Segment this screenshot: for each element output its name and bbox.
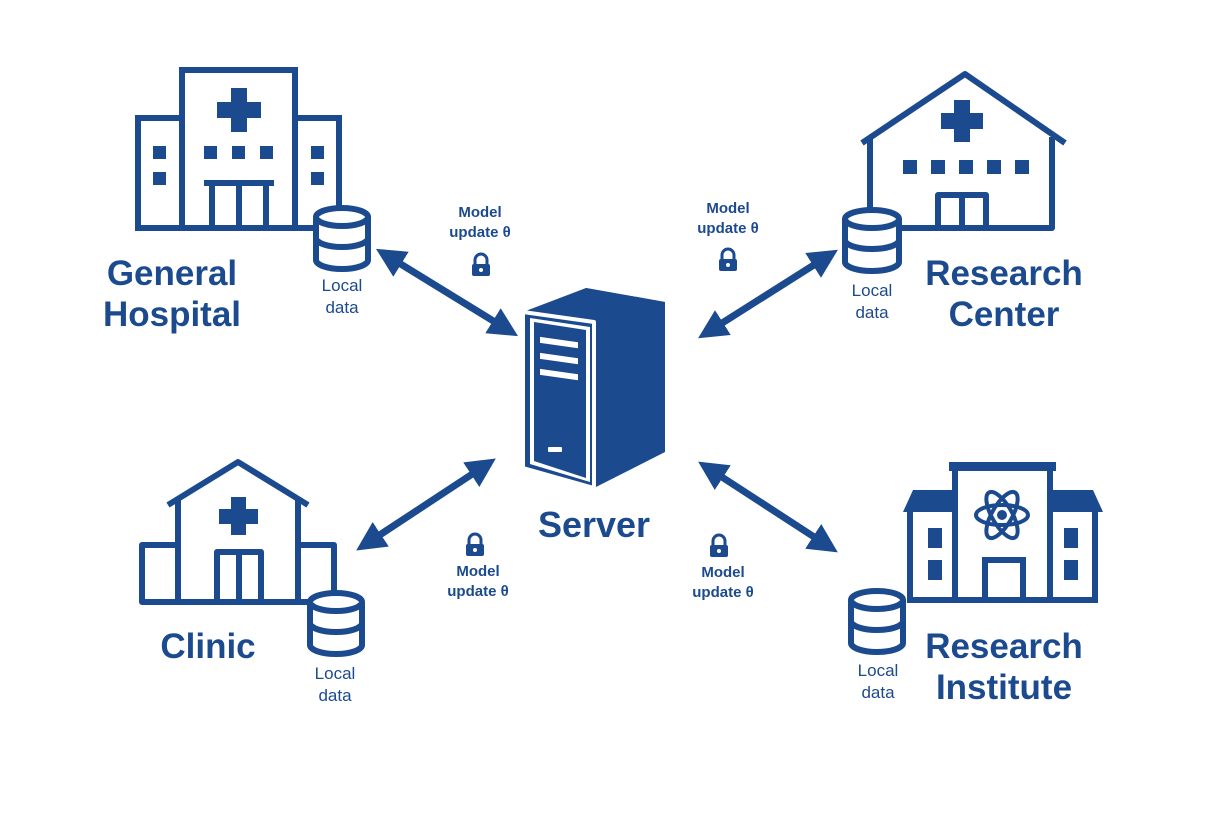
- site-label-line: Research: [925, 627, 1083, 666]
- site-label-general-hospital: General Hospital: [98, 253, 246, 335]
- local-data-line: Local: [314, 664, 356, 683]
- atom-icon: [974, 489, 1030, 541]
- model-update-line: Model: [706, 200, 750, 217]
- local-data-line: Local: [857, 661, 899, 680]
- local-data-label: Local data: [838, 660, 918, 704]
- arrow-clinic-server: [356, 458, 496, 551]
- arrow-general-hospital-server: [375, 248, 519, 337]
- site-label-clinic: Clinic: [150, 626, 266, 667]
- model-update-label: Model update θ: [430, 203, 530, 243]
- database-icon-research-institute: [848, 588, 906, 655]
- lock-icon: [472, 252, 490, 276]
- research-center-icon: [860, 71, 1067, 231]
- clinic-details: [219, 497, 258, 535]
- local-data-line: data: [861, 683, 895, 702]
- site-label-line: General: [106, 254, 238, 293]
- site-label-line: Institute: [935, 668, 1073, 707]
- model-update-line: update θ: [692, 584, 754, 601]
- model-update-label: Model update θ: [678, 199, 778, 239]
- model-update-label: Model update θ: [673, 563, 773, 603]
- arrow-research-center-server: [698, 249, 838, 339]
- local-data-label: Local data: [832, 280, 912, 324]
- local-data-label: Local data: [302, 275, 382, 319]
- local-data-line: data: [855, 303, 889, 322]
- site-label-research-institute: Research Institute: [918, 626, 1090, 708]
- database-icon-clinic: [307, 590, 365, 657]
- local-data-label: Local data: [295, 663, 375, 707]
- server-icon: [521, 288, 665, 490]
- research-institute-details: [903, 462, 1103, 580]
- site-label-research-center: Research Center: [918, 253, 1090, 335]
- clinic-icon: [139, 459, 337, 605]
- database-icon-research-center: [842, 207, 902, 274]
- lock-icon: [466, 532, 484, 556]
- atom-nucleus: [997, 510, 1007, 520]
- local-data-line: Local: [321, 276, 363, 295]
- model-update-line: update θ: [447, 583, 509, 600]
- model-update-line: update θ: [697, 220, 759, 237]
- research-center-details: [903, 100, 1029, 174]
- model-update-line: update θ: [449, 224, 511, 241]
- local-data-line: Local: [851, 281, 893, 300]
- site-label-line: Hospital: [102, 295, 242, 334]
- general-hospital-icon: [135, 67, 342, 231]
- local-data-line: data: [318, 686, 352, 705]
- database-icon-general-hospital: [313, 205, 371, 272]
- general-hospital-details: [153, 88, 324, 185]
- arrow-research-institute-server: [698, 461, 838, 553]
- server-label: Server: [537, 504, 651, 545]
- model-update-label: Model update θ: [428, 562, 528, 602]
- site-label-line: Center: [948, 295, 1060, 334]
- local-data-line: data: [325, 298, 359, 317]
- site-label-line: Research: [925, 254, 1083, 293]
- model-update-line: Model: [458, 204, 502, 221]
- model-update-line: Model: [701, 564, 745, 581]
- lock-icon: [710, 533, 728, 557]
- model-update-line: Model: [456, 563, 500, 580]
- site-label-line: Clinic: [160, 627, 256, 666]
- lock-icon: [719, 247, 737, 271]
